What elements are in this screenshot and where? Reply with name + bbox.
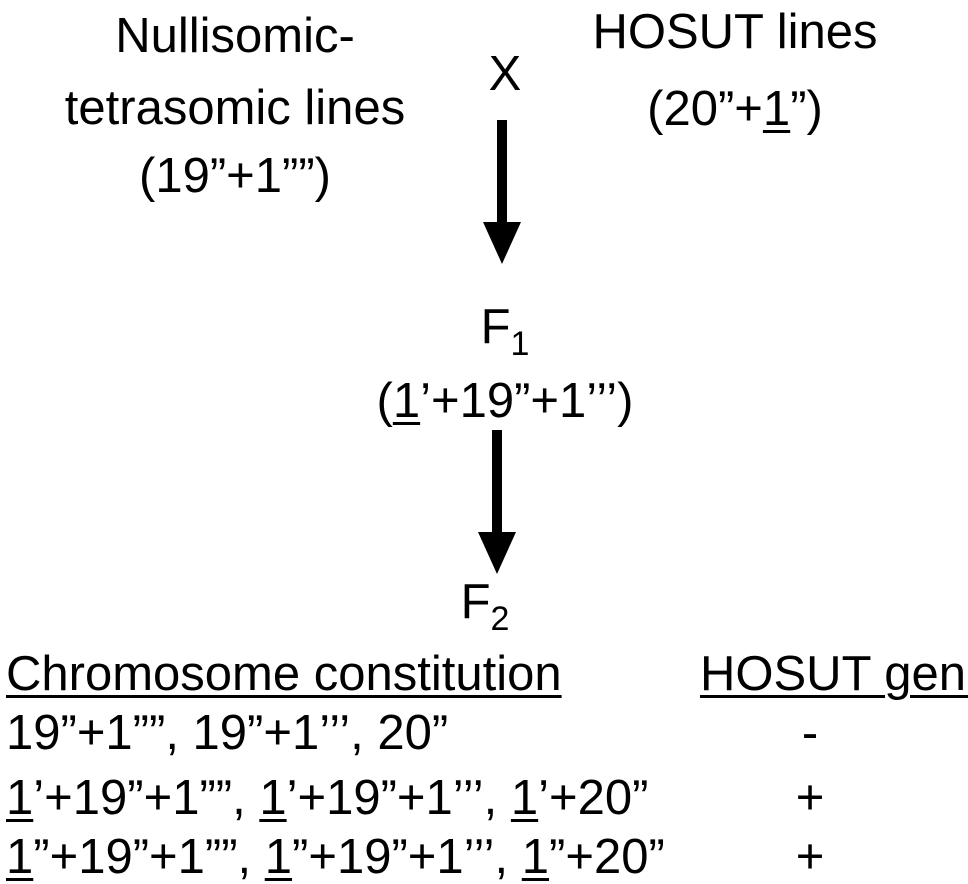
left-parent-formula: (19”+1””) [139, 149, 331, 203]
header-hosut-gene: HOSUT gene [700, 647, 968, 701]
table-row-3-constitution: 1”+19”+1””, 1”+19”+1’’’, 1”+20” [6, 833, 665, 882]
constitution-text: 19”+1””, 19”+1’’’, 20” [6, 706, 449, 760]
f1-to-f2-arrow [478, 430, 516, 574]
table-row-3-gene: + [795, 830, 825, 884]
right-parent-formula: (20”+1”) [647, 82, 823, 136]
f2-label: F2 [460, 575, 510, 638]
underlined-chromosome: 1 [521, 830, 550, 884]
left-parent-line1: Nullisomic- [115, 9, 355, 63]
underlined-chromosome: 1 [6, 830, 34, 884]
table-row-2-constitution: 1’+19”+1””, 1’+19”+1’’’, 1’+20” [6, 774, 649, 823]
underlined-chromosome: 1 [6, 771, 34, 825]
constitution-text: ”+20” [549, 830, 665, 884]
constitution-text: ’+20” [538, 771, 649, 825]
f1-formula: (1’+19”+1’’’) [376, 374, 634, 428]
table-row-1-gene: - [801, 706, 819, 760]
constitution-text: ”+19”+1’’’, [292, 830, 522, 884]
cross-symbol: X [488, 47, 522, 101]
underlined-chromosome: 1 [264, 830, 293, 884]
header-chromosome-constitution: Chromosome constitution [6, 647, 562, 701]
underlined-chromosome: 1 [510, 771, 539, 825]
table-row-2-gene: + [795, 771, 825, 825]
table-row-1-constitution: 19”+1””, 19”+1’’’, 20” [6, 709, 448, 758]
constitution-text: ’+19”+1’’’, [286, 771, 511, 825]
cross-to-f1-arrow [483, 120, 521, 264]
underlined-chromosome: 1 [259, 771, 287, 825]
constitution-text: ’+19”+1””, [33, 771, 260, 825]
constitution-text: ”+19”+1””, [33, 830, 265, 884]
f1-label: F1 [480, 300, 530, 363]
left-parent-line2: tetrasomic lines [64, 81, 406, 135]
right-parent-line1: HOSUT lines [592, 5, 878, 59]
